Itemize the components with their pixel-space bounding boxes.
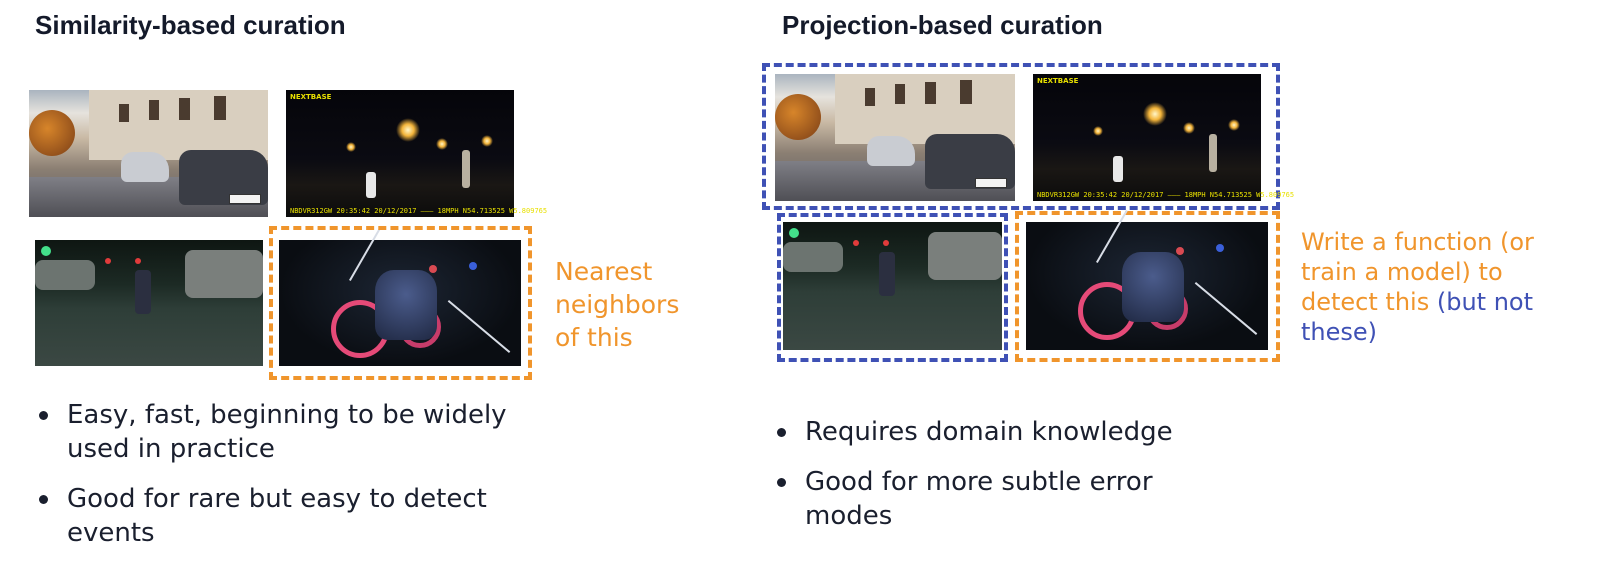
pedestrian-street-image <box>35 240 263 366</box>
bullet-dot-icon <box>39 411 48 420</box>
right-bullet-2: Good for more subtle error modes <box>771 465 1291 533</box>
left-heading: Similarity-based curation <box>35 10 346 40</box>
right-bullet-1: Requires domain knowledge <box>771 415 1291 449</box>
negative-examples-frame-top <box>762 63 1280 210</box>
bullet-dot-icon <box>777 428 786 437</box>
query-highlight-frame <box>269 226 532 380</box>
right-heading: Projection-based curation <box>782 10 1103 40</box>
left-bullet-list: Easy, fast, beginning to be widely used … <box>33 398 553 566</box>
cyclist-query-image <box>279 228 521 366</box>
target-highlight-frame <box>1015 211 1280 362</box>
left-bullet-2: Good for rare but easy to detect events <box>33 482 553 550</box>
street-scene-image <box>29 90 268 217</box>
street-scene-image-2 <box>775 74 1015 201</box>
bullet-dot-icon <box>39 495 48 504</box>
cyclist-target-image <box>1026 210 1268 350</box>
left-annotation: Nearest neighbors of this <box>555 257 680 352</box>
right-bullet-list: Requires domain knowledge Good for more … <box>771 415 1291 549</box>
bullet-dot-icon <box>777 478 786 487</box>
pedestrian-street-image-2 <box>783 222 1002 350</box>
left-bullet-1: Easy, fast, beginning to be widely used … <box>33 398 553 466</box>
night-dashcam-image-2: NEXTBASE NBDVR312GW 20:35:42 20/12/2017 … <box>1033 74 1294 201</box>
negative-examples-frame-bottom <box>777 213 1008 362</box>
night-dashcam-image: NEXTBASE NBDVR312GW 20:35:42 20/12/2017 … <box>286 90 547 217</box>
right-annotation: Write a function (or train a model) to d… <box>1301 228 1534 346</box>
